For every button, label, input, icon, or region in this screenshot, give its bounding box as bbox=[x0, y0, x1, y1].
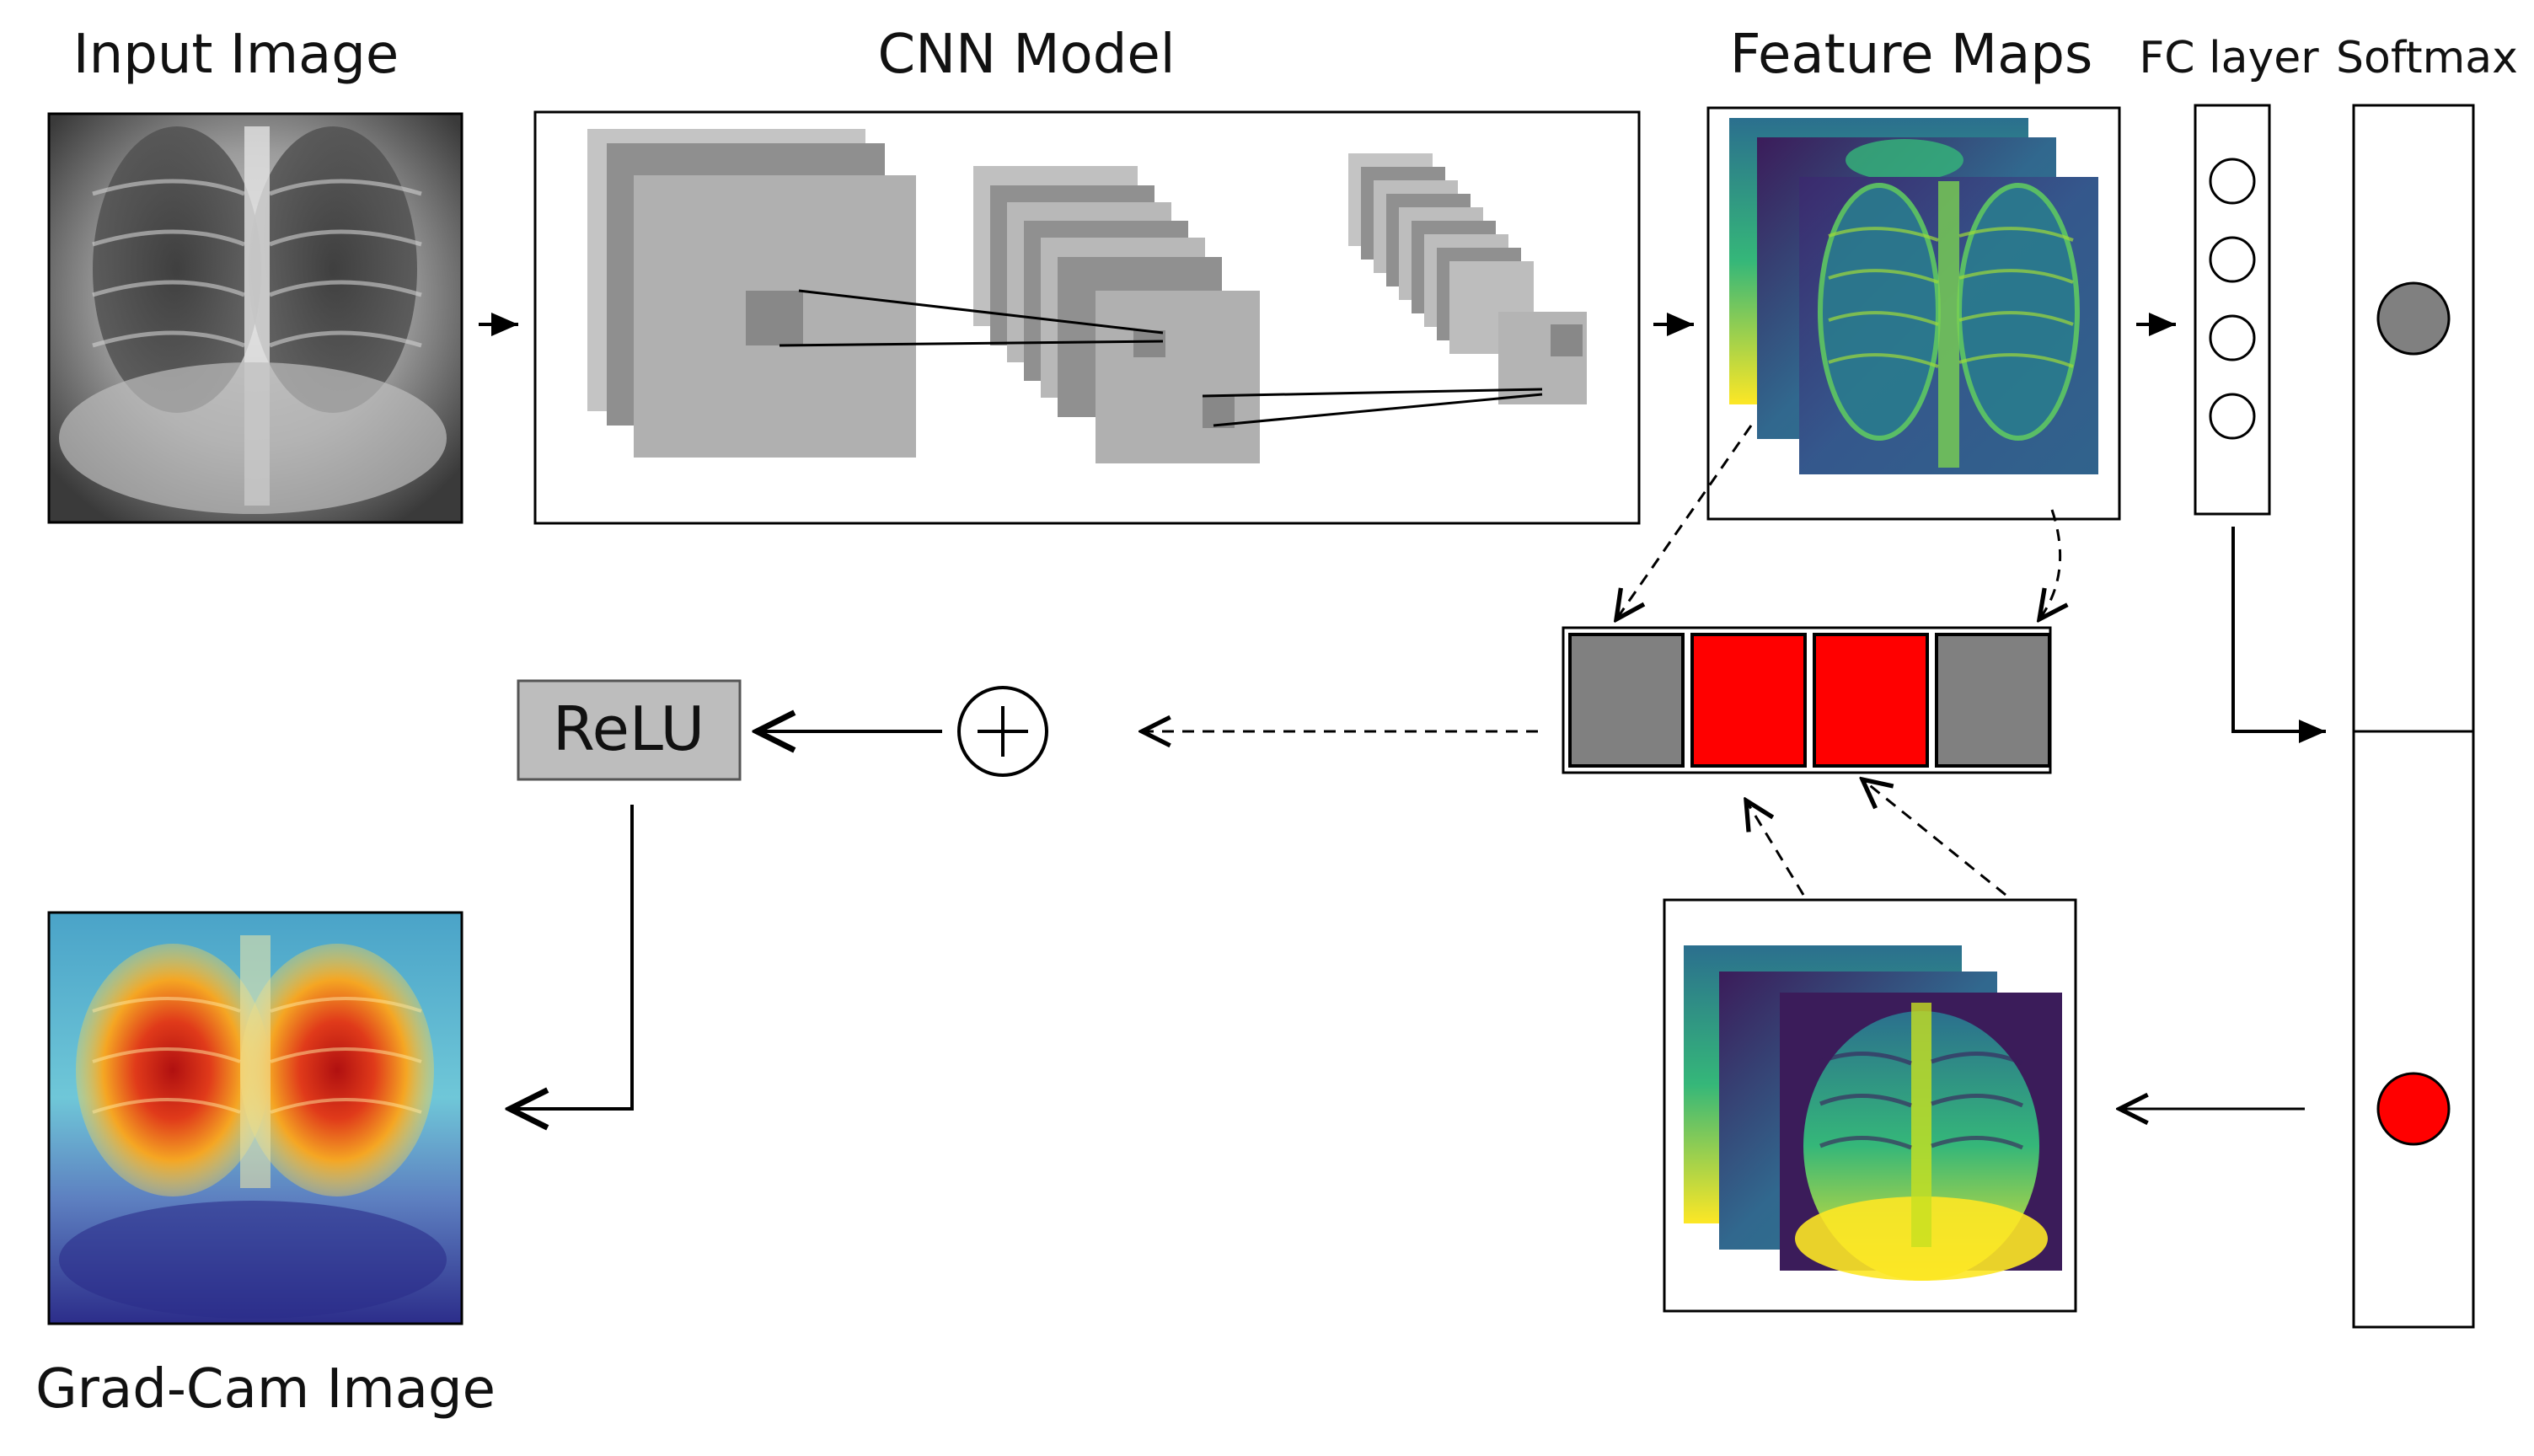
fc-node bbox=[2209, 393, 2256, 440]
arrow-relu-to-gradcam bbox=[510, 805, 634, 1109]
fc-node bbox=[2209, 314, 2256, 361]
softmax-output-1 bbox=[2376, 281, 2451, 356]
gradient-feature-maps bbox=[1663, 898, 2077, 1313]
channel-weights bbox=[1562, 626, 2052, 774]
fc-layer bbox=[2194, 104, 2271, 516]
circled-plus-icon bbox=[957, 686, 1048, 777]
arrow-gradient-to-weight-2 bbox=[1746, 800, 1805, 896]
gradcam-heatmap-image bbox=[47, 911, 463, 1325]
gradcam-image-label: Grad-Cam Image bbox=[35, 1358, 496, 1421]
fc-node bbox=[2209, 236, 2256, 283]
relu-box: ReLU bbox=[517, 679, 742, 781]
input-xray-image bbox=[47, 112, 463, 524]
conv-layer-stack-3 bbox=[1348, 153, 1587, 404]
arrow-fc-to-softmax bbox=[2231, 527, 2326, 743]
relu-label: ReLU bbox=[553, 693, 704, 764]
cnn-model-label: CNN Model bbox=[878, 24, 1176, 86]
softmax-layer bbox=[2352, 104, 2475, 1329]
softmax-output-2 bbox=[2376, 1072, 2451, 1146]
fc-layer-label: FC layer bbox=[2139, 33, 2319, 83]
feature-maps-label: Feature Maps bbox=[1730, 24, 2093, 86]
weight-cell bbox=[1813, 633, 1929, 768]
arrow-gradient-to-weight-3 bbox=[1862, 779, 2006, 897]
softmax-label: Softmax bbox=[2336, 33, 2518, 83]
arrow-features-to-weight-4 bbox=[2039, 509, 2060, 619]
weight-cell bbox=[1568, 633, 1685, 768]
weight-cell bbox=[1690, 633, 1807, 768]
conv-layer-stack-2 bbox=[973, 166, 1260, 463]
weight-cell bbox=[1935, 633, 2051, 768]
fc-node bbox=[2209, 158, 2256, 205]
cnn-model-box bbox=[533, 110, 1641, 525]
feature-maps-top bbox=[1706, 106, 2121, 521]
input-image-label: Input Image bbox=[73, 24, 399, 86]
conv-layer-stack-1 bbox=[587, 129, 916, 458]
